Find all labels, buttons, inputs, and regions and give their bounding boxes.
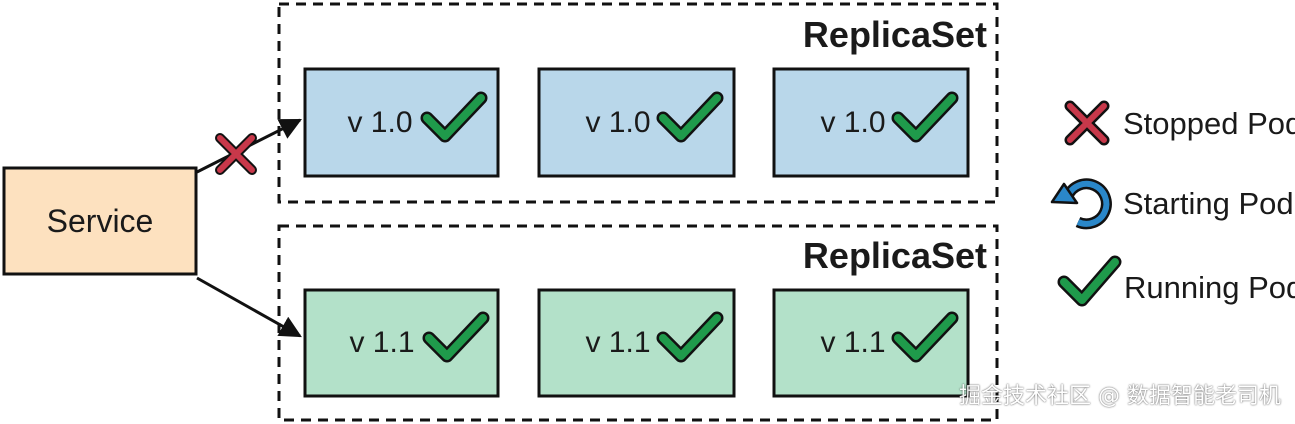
checkmark-icon [422,311,490,363]
pod-2-3: v 1.1 [772,288,970,398]
legend-label-starting: Starting Pod [1123,186,1294,221]
checkmark-icon [656,311,724,363]
legend-item-starting: Starting Pod [1050,178,1294,230]
pod-version-label: v 1.0 [585,106,650,139]
service-box [2,166,198,276]
service-node: Service [2,166,198,276]
replicaset-2-frame [277,224,999,422]
pod-2-2: v 1.1 [537,288,736,398]
pod-version-label: v 1.1 [585,326,650,359]
pod-version-label: v 1.1 [820,326,885,359]
legend-label-stopped: Stopped Pod [1123,106,1295,141]
pod-1-1: v 1.0 [303,67,500,178]
pod-1-3: v 1.0 [772,67,970,178]
legend-label-running: Running Pod [1124,270,1295,305]
checkmark-icon [420,91,488,143]
checkmark-icon [891,311,959,363]
connection-to-replicaset-1 [196,118,302,175]
watermark: 掘金技术社区 @ 数据智能老司机 [959,384,1281,409]
pod-1-2: v 1.0 [537,67,736,178]
replicaset-1-title: ReplicaSet [803,14,987,55]
replicaset-2: ReplicaSet v 1.1 v 1.1 v 1.1 [277,224,999,422]
pod-version-label: v 1.0 [820,106,885,139]
service-label: Service [47,203,154,239]
pod-version-label: v 1.1 [349,326,414,359]
pod-2-1: v 1.1 [303,288,500,398]
replicaset-1: ReplicaSet v 1.0 v 1.0 v 1.0 [277,2,999,204]
connection-to-replicaset-2 [196,276,302,338]
legend-item-stopped: Stopped Pod [1064,100,1295,146]
checkmark-icon [1057,255,1122,307]
replicaset-1-frame [277,2,999,204]
checkmark-icon [656,91,724,143]
legend-item-running: Running Pod [1057,255,1295,307]
refresh-icon [1050,178,1112,230]
blocked-x-icon [215,133,257,175]
pod-version-label: v 1.0 [347,106,412,139]
legend: Stopped Pod Starting Pod Running Pod [1050,100,1295,307]
checkmark-icon [891,91,959,143]
replicaset-2-title: ReplicaSet [803,235,987,276]
x-mark-icon [1064,100,1110,146]
